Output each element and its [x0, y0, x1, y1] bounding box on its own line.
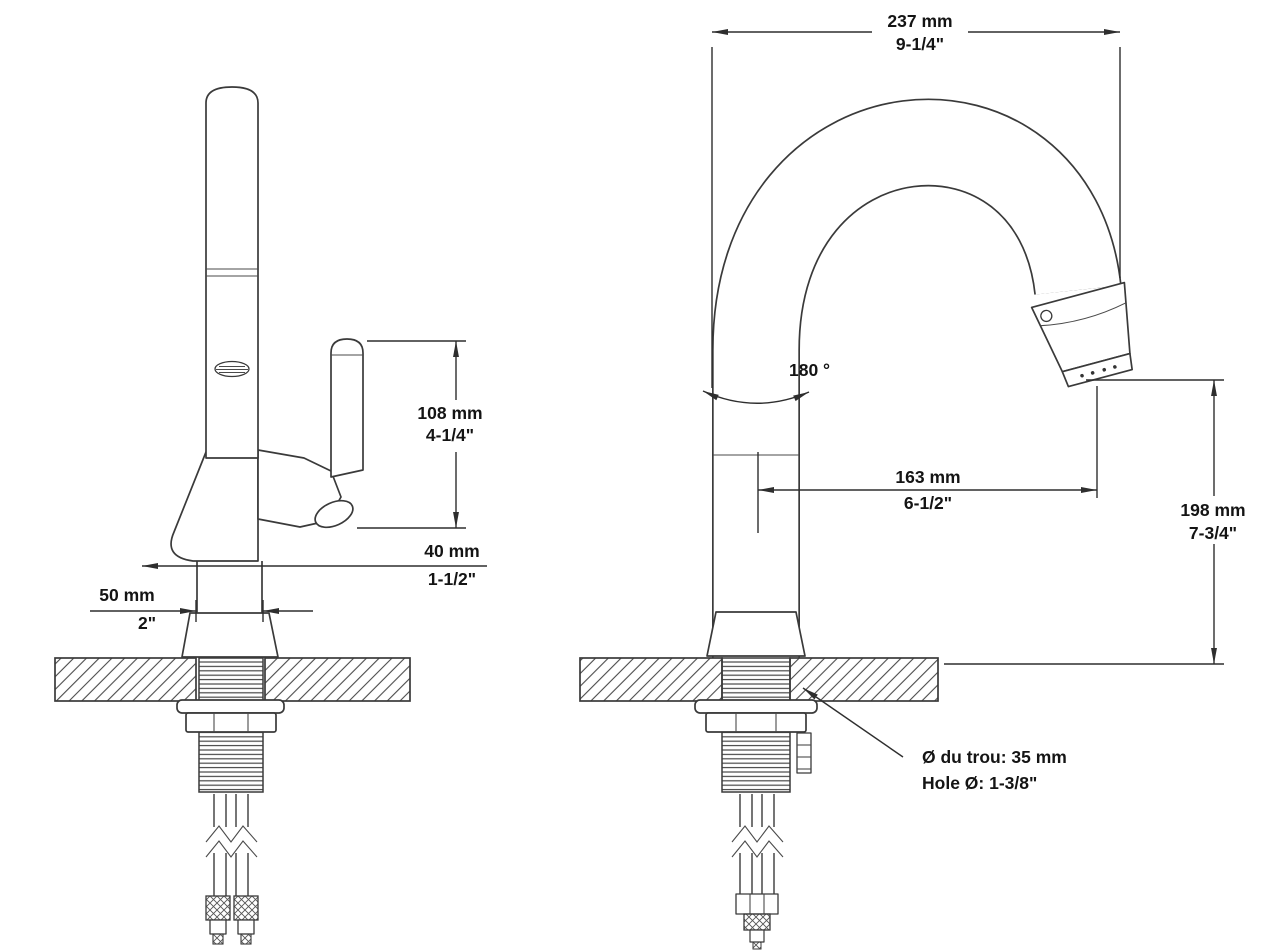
supply-connector-right: [735, 893, 779, 950]
dim-spout-height-imperial: 7-3/4": [1189, 523, 1237, 543]
hose-guide: [796, 732, 812, 774]
aerator-badge: [214, 360, 250, 378]
escutcheon-base: [181, 612, 279, 658]
dimension-spout-reach: 163 mm 6-1/2": [757, 386, 1098, 533]
dim-spout-reach-metric: 163 mm: [895, 467, 960, 487]
hole-diameter-label-en: Hole Ø: 1-3/8": [922, 773, 1037, 793]
dim-spout-height-metric: 198 mm: [1180, 500, 1245, 520]
pipe-break: [731, 840, 784, 858]
dimension-spout-height: 198 mm 7-3/4": [944, 379, 1246, 665]
faucet-body-wedge: [170, 451, 259, 562]
dim-handle-height-imperial: 4-1/4": [426, 425, 474, 445]
supply-lines-right: [739, 794, 775, 894]
handle-end-cap: [314, 499, 354, 529]
swivel-angle-label: 180 °: [789, 360, 830, 380]
dimension-spout-width: 237 mm 9-1/4": [711, 11, 1121, 388]
dim-handle-height-metric: 108 mm: [417, 403, 482, 423]
pipe-break: [205, 825, 258, 843]
countertop-section-right: [579, 657, 939, 702]
dim-spout-reach-imperial: 6-1/2": [904, 493, 952, 513]
spout-tube: [205, 86, 259, 459]
hole-diameter-label-fr: Ø du trou: 35 mm: [922, 747, 1067, 767]
pipe-break: [731, 825, 784, 843]
spray-head: [1030, 281, 1133, 388]
locknut-front: [705, 712, 807, 733]
front-view-drawing: 180 ° 237 mm 9-1/4" 163 mm 6-1/2" 198 mm…: [579, 11, 1246, 950]
side-view-drawing: 108 mm 4-1/4" 40 mm 1-1/2" 50 mm 2": [54, 86, 487, 945]
dimension-handle-height: 108 mm 4-1/4": [357, 340, 483, 529]
dim-base-width-metric: 50 mm: [99, 585, 154, 605]
dimension-spout-offset: 40 mm 1-1/2": [142, 541, 487, 589]
countertop-section-left: [54, 657, 411, 702]
dim-base-width-imperial: 2": [138, 613, 156, 633]
dim-spout-offset-metric: 40 mm: [424, 541, 479, 561]
mounting-washer: [176, 699, 285, 714]
pipe-break: [205, 840, 258, 858]
escutcheon-base-front: [706, 611, 806, 657]
dim-spout-offset-imperial: 1-1/2": [428, 569, 476, 589]
dim-spout-width-metric: 237 mm: [887, 11, 952, 31]
swivel-indicator: 180 °: [702, 360, 830, 404]
dim-spout-width-imperial: 9-1/4": [896, 34, 944, 54]
hole-diameter-callout: Ø du trou: 35 mm Hole Ø: 1-3/8": [802, 687, 1067, 793]
dimension-base-width: 50 mm 2": [90, 585, 313, 633]
gooseneck-spout-fill: [713, 100, 1121, 658]
mounting-washer-front: [694, 699, 818, 714]
supply-lines-left: [213, 794, 249, 896]
locknut: [185, 712, 277, 733]
supply-connectors-left: [205, 895, 259, 945]
spray-face-nozzles: [1080, 365, 1117, 378]
spray-button: [1040, 309, 1053, 323]
handle-lever: [330, 338, 364, 478]
